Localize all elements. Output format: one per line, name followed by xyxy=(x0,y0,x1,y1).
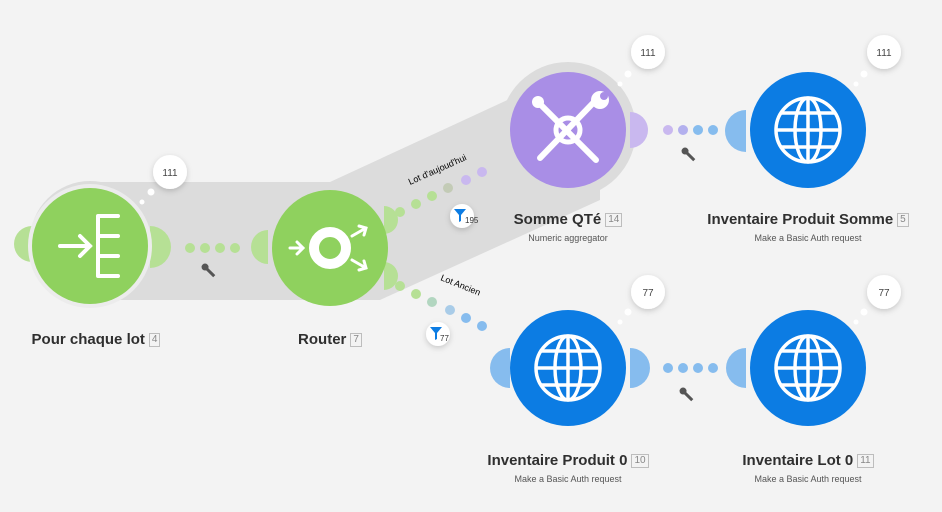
module-name: Router xyxy=(298,331,347,348)
module-pour-chaque-lot[interactable] xyxy=(14,184,171,308)
connection-iterator-router[interactable] xyxy=(185,243,240,253)
filter-count: 77 xyxy=(440,334,449,343)
module-index: 14 xyxy=(605,213,623,227)
module-inventaire-produit-0[interactable] xyxy=(490,310,650,426)
svg-text:77: 77 xyxy=(642,288,654,299)
wrench-icon[interactable] xyxy=(678,386,695,403)
module-somme-qte[interactable] xyxy=(510,72,648,188)
module-inventaire-lot-0[interactable] xyxy=(726,310,866,426)
module-index: 4 xyxy=(148,333,161,347)
filter-badge-bottom[interactable]: 77 xyxy=(426,322,450,346)
iterator-icon xyxy=(58,214,120,278)
count-bubble[interactable]: 111 xyxy=(139,155,188,205)
connection-somme-produitsomme[interactable] xyxy=(663,125,718,135)
module-name: Pour chaque lot xyxy=(31,331,145,348)
module-subtitle: Make a Basic Auth request xyxy=(754,474,862,484)
route-label-bottom[interactable]: Lot Ancien xyxy=(439,273,482,298)
globe-icon xyxy=(774,334,842,402)
filter-badge-top[interactable]: 195 xyxy=(450,204,479,228)
module-name: Inventaire Produit 0 xyxy=(487,452,628,469)
connection-router-produit0[interactable] xyxy=(395,281,487,331)
svg-text:111: 111 xyxy=(640,48,656,59)
filter-icon xyxy=(430,327,442,340)
module-name: Inventaire Lot 0 xyxy=(742,452,854,469)
tools-icon xyxy=(532,91,609,163)
module-subtitle: Make a Basic Auth request xyxy=(514,474,622,484)
module-subtitle: Make a Basic Auth request xyxy=(754,233,862,243)
globe-icon xyxy=(774,96,842,164)
filter-count: 195 xyxy=(465,216,479,225)
svg-text:77: 77 xyxy=(878,288,890,299)
module-name: Inventaire Produit Somme xyxy=(707,211,894,228)
module-index: 11 xyxy=(857,454,874,468)
count-bubble[interactable]: 77 xyxy=(853,275,902,325)
count-bubble[interactable]: 77 xyxy=(617,275,666,325)
module-name: Somme QTé xyxy=(513,211,602,228)
count-bubble[interactable]: 111 xyxy=(617,35,666,87)
module-subtitle: Numeric aggregator xyxy=(528,233,608,243)
module-index: 7 xyxy=(350,333,362,347)
wrench-icon[interactable] xyxy=(200,262,217,279)
connection-produit0-lot0[interactable] xyxy=(663,363,718,373)
router-icon xyxy=(288,224,368,272)
module-inventaire-produit-somme[interactable] xyxy=(725,72,866,188)
svg-text:111: 111 xyxy=(876,48,892,59)
connection-router-somme[interactable] xyxy=(395,167,487,217)
module-index: 10 xyxy=(631,454,649,468)
module-router[interactable] xyxy=(251,190,398,306)
count-bubble[interactable]: 111 xyxy=(853,35,902,87)
wrench-icon[interactable] xyxy=(680,146,697,163)
globe-icon xyxy=(534,334,602,402)
filter-icon xyxy=(454,209,466,222)
module-index: 5 xyxy=(897,213,909,227)
svg-text:111: 111 xyxy=(162,168,178,179)
